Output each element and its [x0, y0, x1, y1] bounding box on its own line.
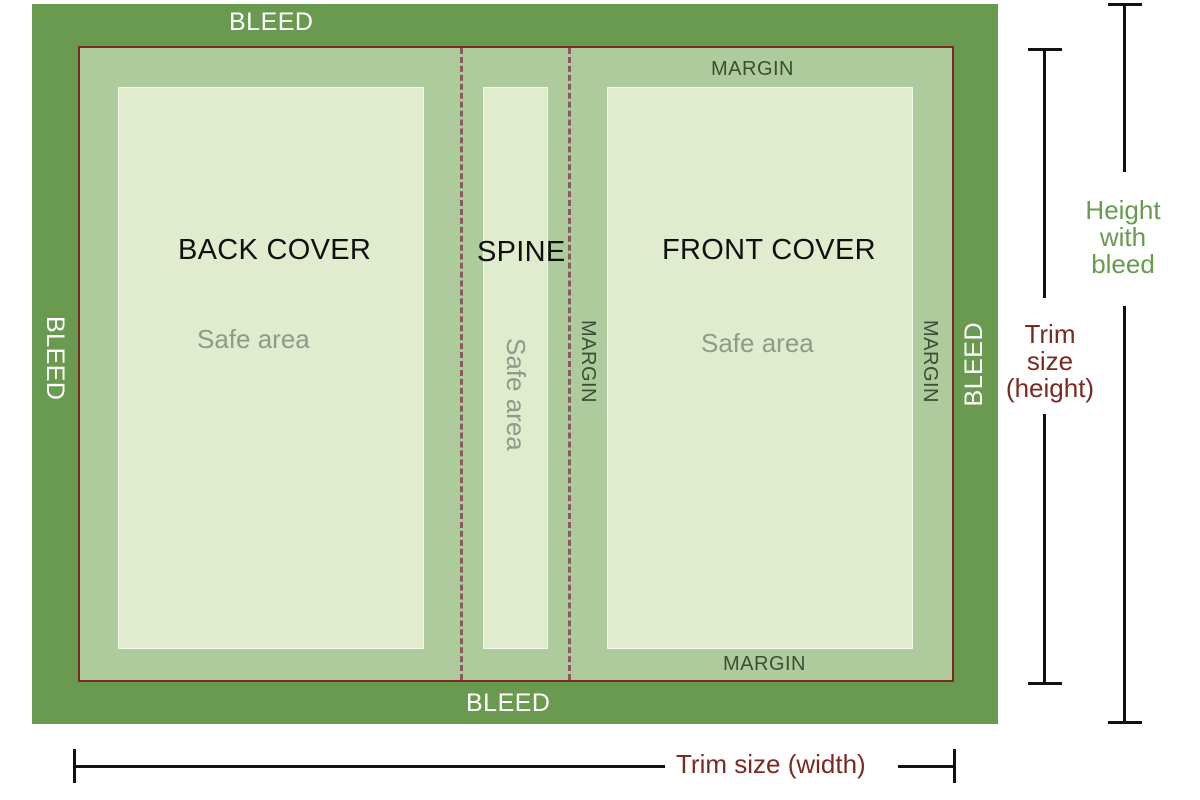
spine-fold-line-left	[460, 48, 463, 680]
front-cover-safe-area	[607, 87, 913, 649]
trim-height-line-upper	[1043, 48, 1046, 298]
margin-top-label: MARGIN	[711, 58, 794, 80]
spine-fold-line-right	[568, 48, 571, 680]
trim-width-right-tick	[953, 749, 956, 783]
trim-area	[78, 46, 954, 682]
bleed-bottom-label: BLEED	[466, 689, 551, 717]
height-bleed-line-upper	[1123, 3, 1126, 172]
trim-height-line-lower	[1043, 414, 1046, 685]
trim-width-line-right	[898, 765, 956, 768]
height-with-bleed-label: Height with bleed	[1085, 195, 1161, 279]
spine-safe-label: Safe area	[501, 338, 531, 451]
margin-right-label: MARGIN	[919, 320, 941, 403]
spine-safe-area	[483, 87, 548, 649]
front-cover-title: FRONT COVER	[662, 234, 876, 266]
margin-bottom-label: MARGIN	[723, 653, 806, 675]
trim-height-label: Trim size (height)	[1005, 319, 1095, 403]
trim-width-label: Trim size (width)	[676, 749, 866, 779]
back-cover-safe-label: Safe area	[197, 324, 310, 354]
back-cover-title: BACK COVER	[178, 234, 372, 266]
margin-left-label: MARGIN	[577, 320, 599, 403]
bleed-top-label: BLEED	[229, 8, 314, 36]
spine-title: SPINE	[477, 236, 566, 268]
bleed-left-label: BLEED	[41, 316, 69, 401]
front-cover-safe-label: Safe area	[701, 328, 814, 358]
bleed-right-label: BLEED	[960, 322, 988, 407]
trim-width-line-left	[73, 765, 665, 768]
height-bleed-line-lower	[1123, 306, 1126, 724]
height-bleed-bottom-tick	[1108, 721, 1142, 724]
trim-height-bottom-tick	[1028, 682, 1062, 685]
back-cover-safe-area	[118, 87, 424, 649]
